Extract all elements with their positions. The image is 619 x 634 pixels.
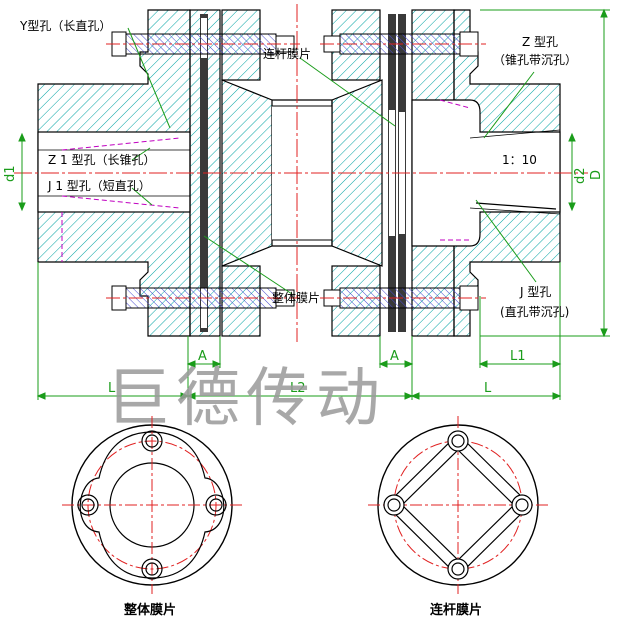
leaders (127, 27, 537, 295)
label-j-type-2: (直孔带沉孔) (500, 305, 569, 319)
dim-A-left: A (198, 349, 207, 364)
dim-L2: L2 (290, 381, 306, 396)
label-j-type-1: J 型孔 (519, 285, 551, 299)
label-taper: 1：10 (502, 153, 537, 167)
label-whole-membrane: 整体膜片 (272, 290, 320, 305)
end-view-link-membrane (368, 416, 548, 594)
label-z-type-1: Z 型孔 (522, 35, 558, 49)
label-z1-type: Z 1 型孔（长锥孔） (48, 153, 156, 167)
dim-L-left: L (108, 381, 116, 396)
label-z-type-2: （锥孔带沉孔） (493, 53, 577, 67)
section-view (14, 4, 588, 342)
caption-link-membrane: 连杆膜片 (430, 602, 482, 618)
dim-L-right: L (484, 381, 492, 396)
dimension-lines (18, 8, 610, 400)
dim-d1: d1 (3, 165, 18, 182)
label-link-membrane: 连杆膜片 (263, 46, 311, 61)
dim-d2: d2 (573, 167, 588, 184)
dim-L1: L1 (510, 349, 526, 364)
bolts (106, 31, 486, 311)
label-y-type: Y型孔（长直孔） (19, 19, 111, 33)
dim-D: D (589, 170, 604, 180)
label-j1-type: J 1 型孔（短直孔） (47, 179, 151, 193)
caption-whole-membrane: 整体膜片 (123, 602, 176, 618)
end-view-whole-membrane (62, 416, 242, 594)
left-hub (37, 9, 191, 337)
dim-A-right: A (390, 349, 399, 364)
